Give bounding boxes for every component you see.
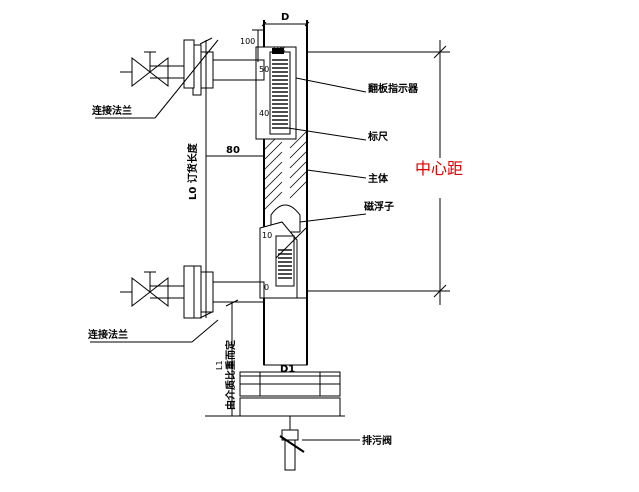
top-flange-assembly — [120, 39, 265, 96]
drain-valve-label: 排污阀 — [362, 434, 392, 447]
l1-note-label: 由介质比重而定 — [224, 340, 237, 410]
flange-bottom-label: 连接法兰 — [88, 328, 128, 341]
dimension-lines — [199, 21, 450, 417]
body-hatching — [263, 130, 308, 211]
indicator-panel-bottom: 10 0 — [259, 221, 307, 299]
dim-d1-label: D1 — [280, 364, 295, 375]
drain-valve-assembly — [279, 416, 305, 471]
scale-label-0: 0 — [264, 283, 269, 292]
scale-label: 标尺 — [367, 130, 388, 143]
main-body-tube — [263, 20, 308, 366]
dim-100-label: 100 — [240, 37, 255, 46]
brand-text: HG — [273, 46, 285, 55]
scale-label-10: 10 — [262, 231, 272, 240]
l0-length-label: L0 订货长度 — [186, 142, 199, 200]
lower-body-section — [263, 297, 308, 366]
bottom-flange-assembly — [120, 265, 265, 319]
brand-badge — [272, 48, 284, 54]
magnetic-float — [270, 204, 301, 232]
l1-symbol-label: L1 — [215, 360, 224, 370]
leader-lines — [90, 39, 367, 441]
indicator-panel-top: HG 50 40 — [255, 46, 297, 140]
dim-80-label: 80 — [226, 145, 240, 156]
scale-label-40: 40 — [259, 109, 269, 118]
dim-d-label: D — [281, 12, 289, 23]
flange-top-label: 连接法兰 — [92, 104, 132, 117]
center-distance-label: 中心距 — [415, 159, 463, 178]
base-flange — [239, 371, 341, 417]
indicator-label: 翻板指示器 — [368, 82, 419, 95]
body-label: 主体 — [368, 172, 389, 185]
float-label: 磁浮子 — [364, 200, 394, 213]
